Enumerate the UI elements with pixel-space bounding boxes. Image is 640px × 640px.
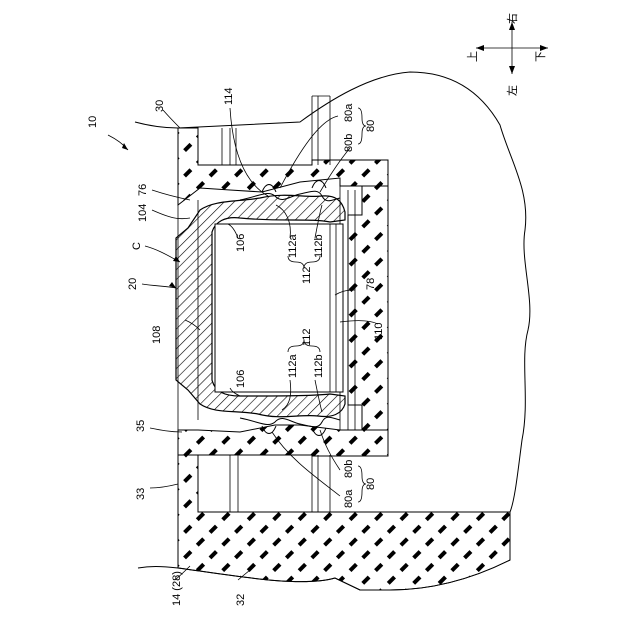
label-35: 35 bbox=[135, 420, 147, 432]
label-33: 33 bbox=[135, 488, 147, 500]
arrow-10 bbox=[122, 143, 128, 150]
upper-frame-30 bbox=[178, 128, 388, 205]
label-112a-bot: 112a bbox=[287, 353, 299, 378]
label-80b-top: 80b bbox=[343, 134, 355, 152]
orientation-indicator bbox=[476, 22, 548, 74]
label-80a-top: 80a bbox=[343, 103, 355, 122]
orientation-right-label: 右 bbox=[505, 13, 519, 24]
label-32: 32 bbox=[235, 594, 247, 606]
label-C: C bbox=[131, 242, 143, 250]
label-80b-bot: 80b bbox=[343, 460, 355, 478]
label-112b-bot: 112b bbox=[313, 354, 325, 378]
label-76: 76 bbox=[137, 184, 149, 196]
orientation-down-label: 下 bbox=[535, 51, 547, 62]
label-80-top: 80 bbox=[365, 120, 377, 132]
label-112a-top: 112a bbox=[287, 233, 299, 258]
label-20: 20 bbox=[127, 278, 139, 290]
side-wall-78 bbox=[348, 186, 388, 430]
label-114: 114 bbox=[223, 87, 235, 105]
label-106-bot: 106 bbox=[235, 370, 247, 388]
label-10: 10 bbox=[87, 116, 99, 128]
orientation-left-label: 左 bbox=[506, 85, 519, 96]
label-14-28: 14 (28) bbox=[171, 571, 183, 606]
label-104: 104 bbox=[137, 204, 149, 222]
label-112-top: 112 bbox=[301, 266, 313, 284]
label-110: 110 bbox=[373, 322, 385, 340]
label-78: 78 bbox=[365, 278, 377, 290]
label-80a-bot: 80a bbox=[343, 489, 355, 508]
label-112b-top: 112b bbox=[313, 234, 325, 258]
label-112-mid: 112 bbox=[301, 328, 313, 346]
lower-frame-35 bbox=[178, 425, 388, 456]
label-80-bot: 80 bbox=[365, 478, 377, 490]
label-30: 30 bbox=[154, 100, 166, 112]
label-106-top: 106 bbox=[235, 234, 247, 252]
label-108: 108 bbox=[151, 326, 163, 344]
orientation-up-label: 上 bbox=[466, 51, 479, 62]
